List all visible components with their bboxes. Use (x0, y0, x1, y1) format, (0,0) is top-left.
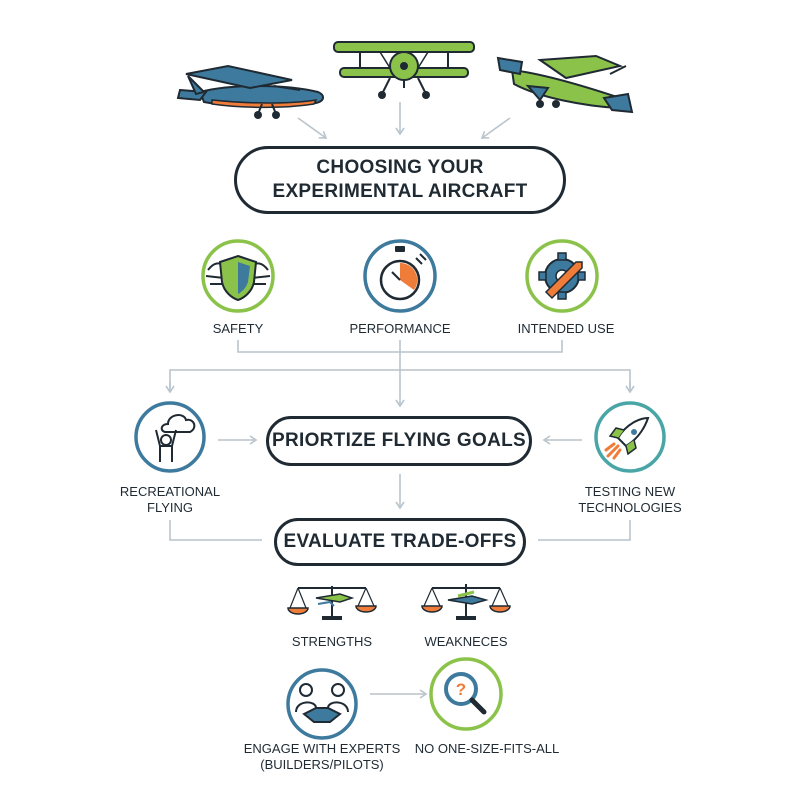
airplane-right-icon (496, 54, 634, 114)
recreational-line-1: RECREATIONAL (119, 484, 221, 499)
title-line-1: CHOOSING YOUR (316, 157, 484, 178)
safety-circle (201, 239, 275, 313)
testing-line-2: TECHNOLOGIES (578, 500, 682, 515)
testing-label: TESTING NEW TECHNOLOGIES (566, 484, 694, 516)
recreational-circle (134, 401, 206, 473)
criteria-label-safety: SAFETY (212, 321, 264, 336)
goals-label: PRIORTIZE FLYING GOALS (272, 430, 526, 451)
trade-offs-label: EVALUATE TRADE-OFFS (283, 531, 517, 552)
weaknesses-label: WEAKNECES (424, 634, 508, 649)
experts-line-2: (BUILDERS/PILOTS) (260, 757, 384, 772)
intended-use-circle (525, 239, 599, 313)
svg-text:?: ? (456, 680, 466, 699)
no-one-size-label: NO ONE-SIZE-FITS-ALL (414, 741, 560, 756)
criteria-label-intended-use: INTENDED USE (517, 321, 615, 336)
testing-line-1: TESTING NEW (584, 484, 676, 499)
airplane-left-icon (176, 64, 324, 119)
strengths-label: STRENGTHS (291, 634, 373, 649)
goals-box: PRIORTIZE FLYING GOALS (266, 416, 532, 466)
recreational-label: RECREATIONAL FLYING (110, 484, 230, 516)
no-one-size-circle: ? (429, 657, 503, 731)
testing-circle (594, 401, 666, 473)
plane-arrows (297, 102, 511, 139)
trade-offs-box: EVALUATE TRADE-OFFS (274, 518, 526, 566)
criteria-connector (165, 340, 635, 408)
airplane-biplane-icon (333, 41, 475, 99)
title-line-2: EXPERIMENTAL AIRCRAFT (272, 181, 528, 202)
strengths-scale-icon (287, 586, 377, 620)
title-box: CHOOSING YOUR EXPERIMENTAL AIRCRAFT (234, 146, 566, 214)
weaknesses-scale-icon (421, 584, 511, 620)
recreational-line-2: FLYING (147, 500, 193, 515)
experts-circle (286, 668, 358, 740)
experts-line-1: ENGAGE WITH EXPERTS (243, 741, 401, 756)
criteria-label-performance: PERFORMANCE (349, 321, 451, 336)
experts-label: ENGAGE WITH EXPERTS (BUILDERS/PILOTS) (236, 741, 408, 773)
goals-side-arrows (169, 435, 631, 541)
performance-circle (363, 239, 437, 313)
